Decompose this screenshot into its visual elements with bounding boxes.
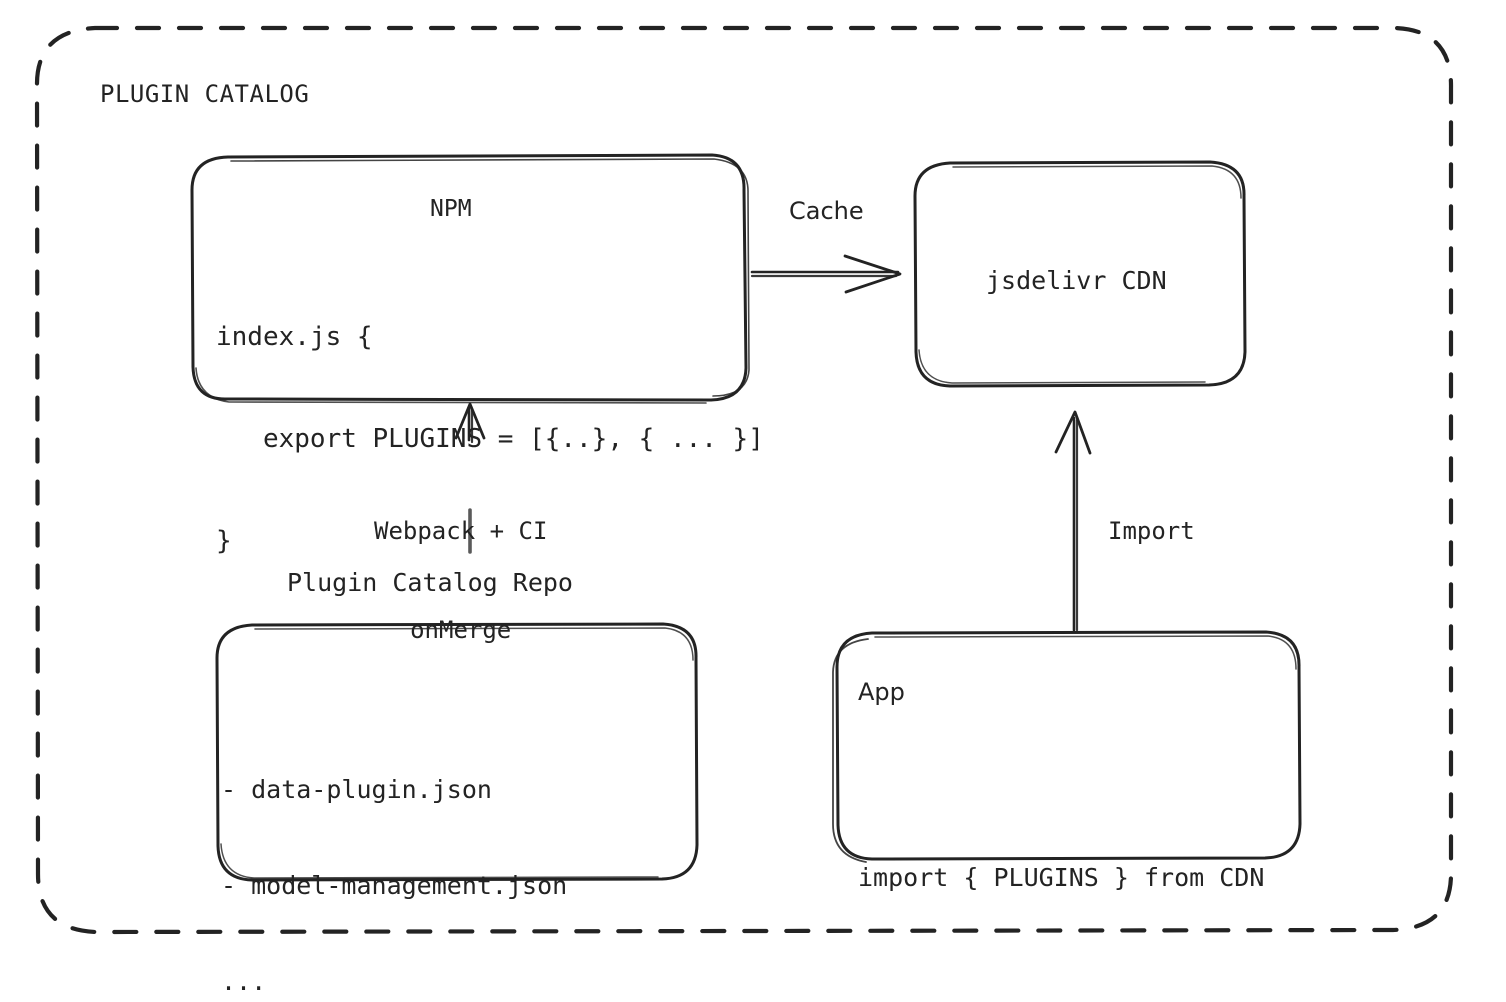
app-code-line-1: import { PLUGINS } from CDN bbox=[858, 863, 1265, 892]
npm-code-line-3: } bbox=[216, 526, 232, 556]
repo-node-list: - data-plugin.json - model-management.js… bbox=[221, 710, 567, 1002]
app-node-code: import { PLUGINS } from CDN PLUGINS.forE… bbox=[858, 740, 1264, 1002]
npm-node-title: NPM bbox=[430, 196, 472, 222]
repo-list-item: - data-plugin.json bbox=[221, 775, 492, 804]
build-edge-label-line-2: onMerge bbox=[410, 616, 512, 644]
repo-node-caption: Plugin Catalog Repo bbox=[287, 568, 573, 597]
build-edge-label-line-1: Webpack + CI bbox=[374, 517, 548, 545]
cache-edge-label: Cache bbox=[789, 197, 864, 225]
import-arrow bbox=[1054, 410, 1092, 632]
npm-node-code: index.js { export PLUGINS = [{..}, { ...… bbox=[216, 252, 764, 626]
frame-title: PLUGIN CATALOG bbox=[100, 80, 310, 108]
npm-code-line-2: export PLUGINS = [{..}, { ... }] bbox=[216, 424, 764, 454]
build-edge-label: Webpack + CI onMerge bbox=[374, 449, 547, 713]
import-edge-label: Import bbox=[1108, 517, 1195, 545]
cdn-node-title: jsdelivr CDN bbox=[986, 266, 1167, 295]
repo-list-item: - model-management.json bbox=[221, 871, 568, 900]
npm-code-line-1: index.js { bbox=[216, 322, 373, 352]
cache-arrow bbox=[750, 254, 902, 294]
repo-list-item: ... bbox=[221, 967, 267, 996]
app-node-title: App bbox=[858, 678, 905, 706]
